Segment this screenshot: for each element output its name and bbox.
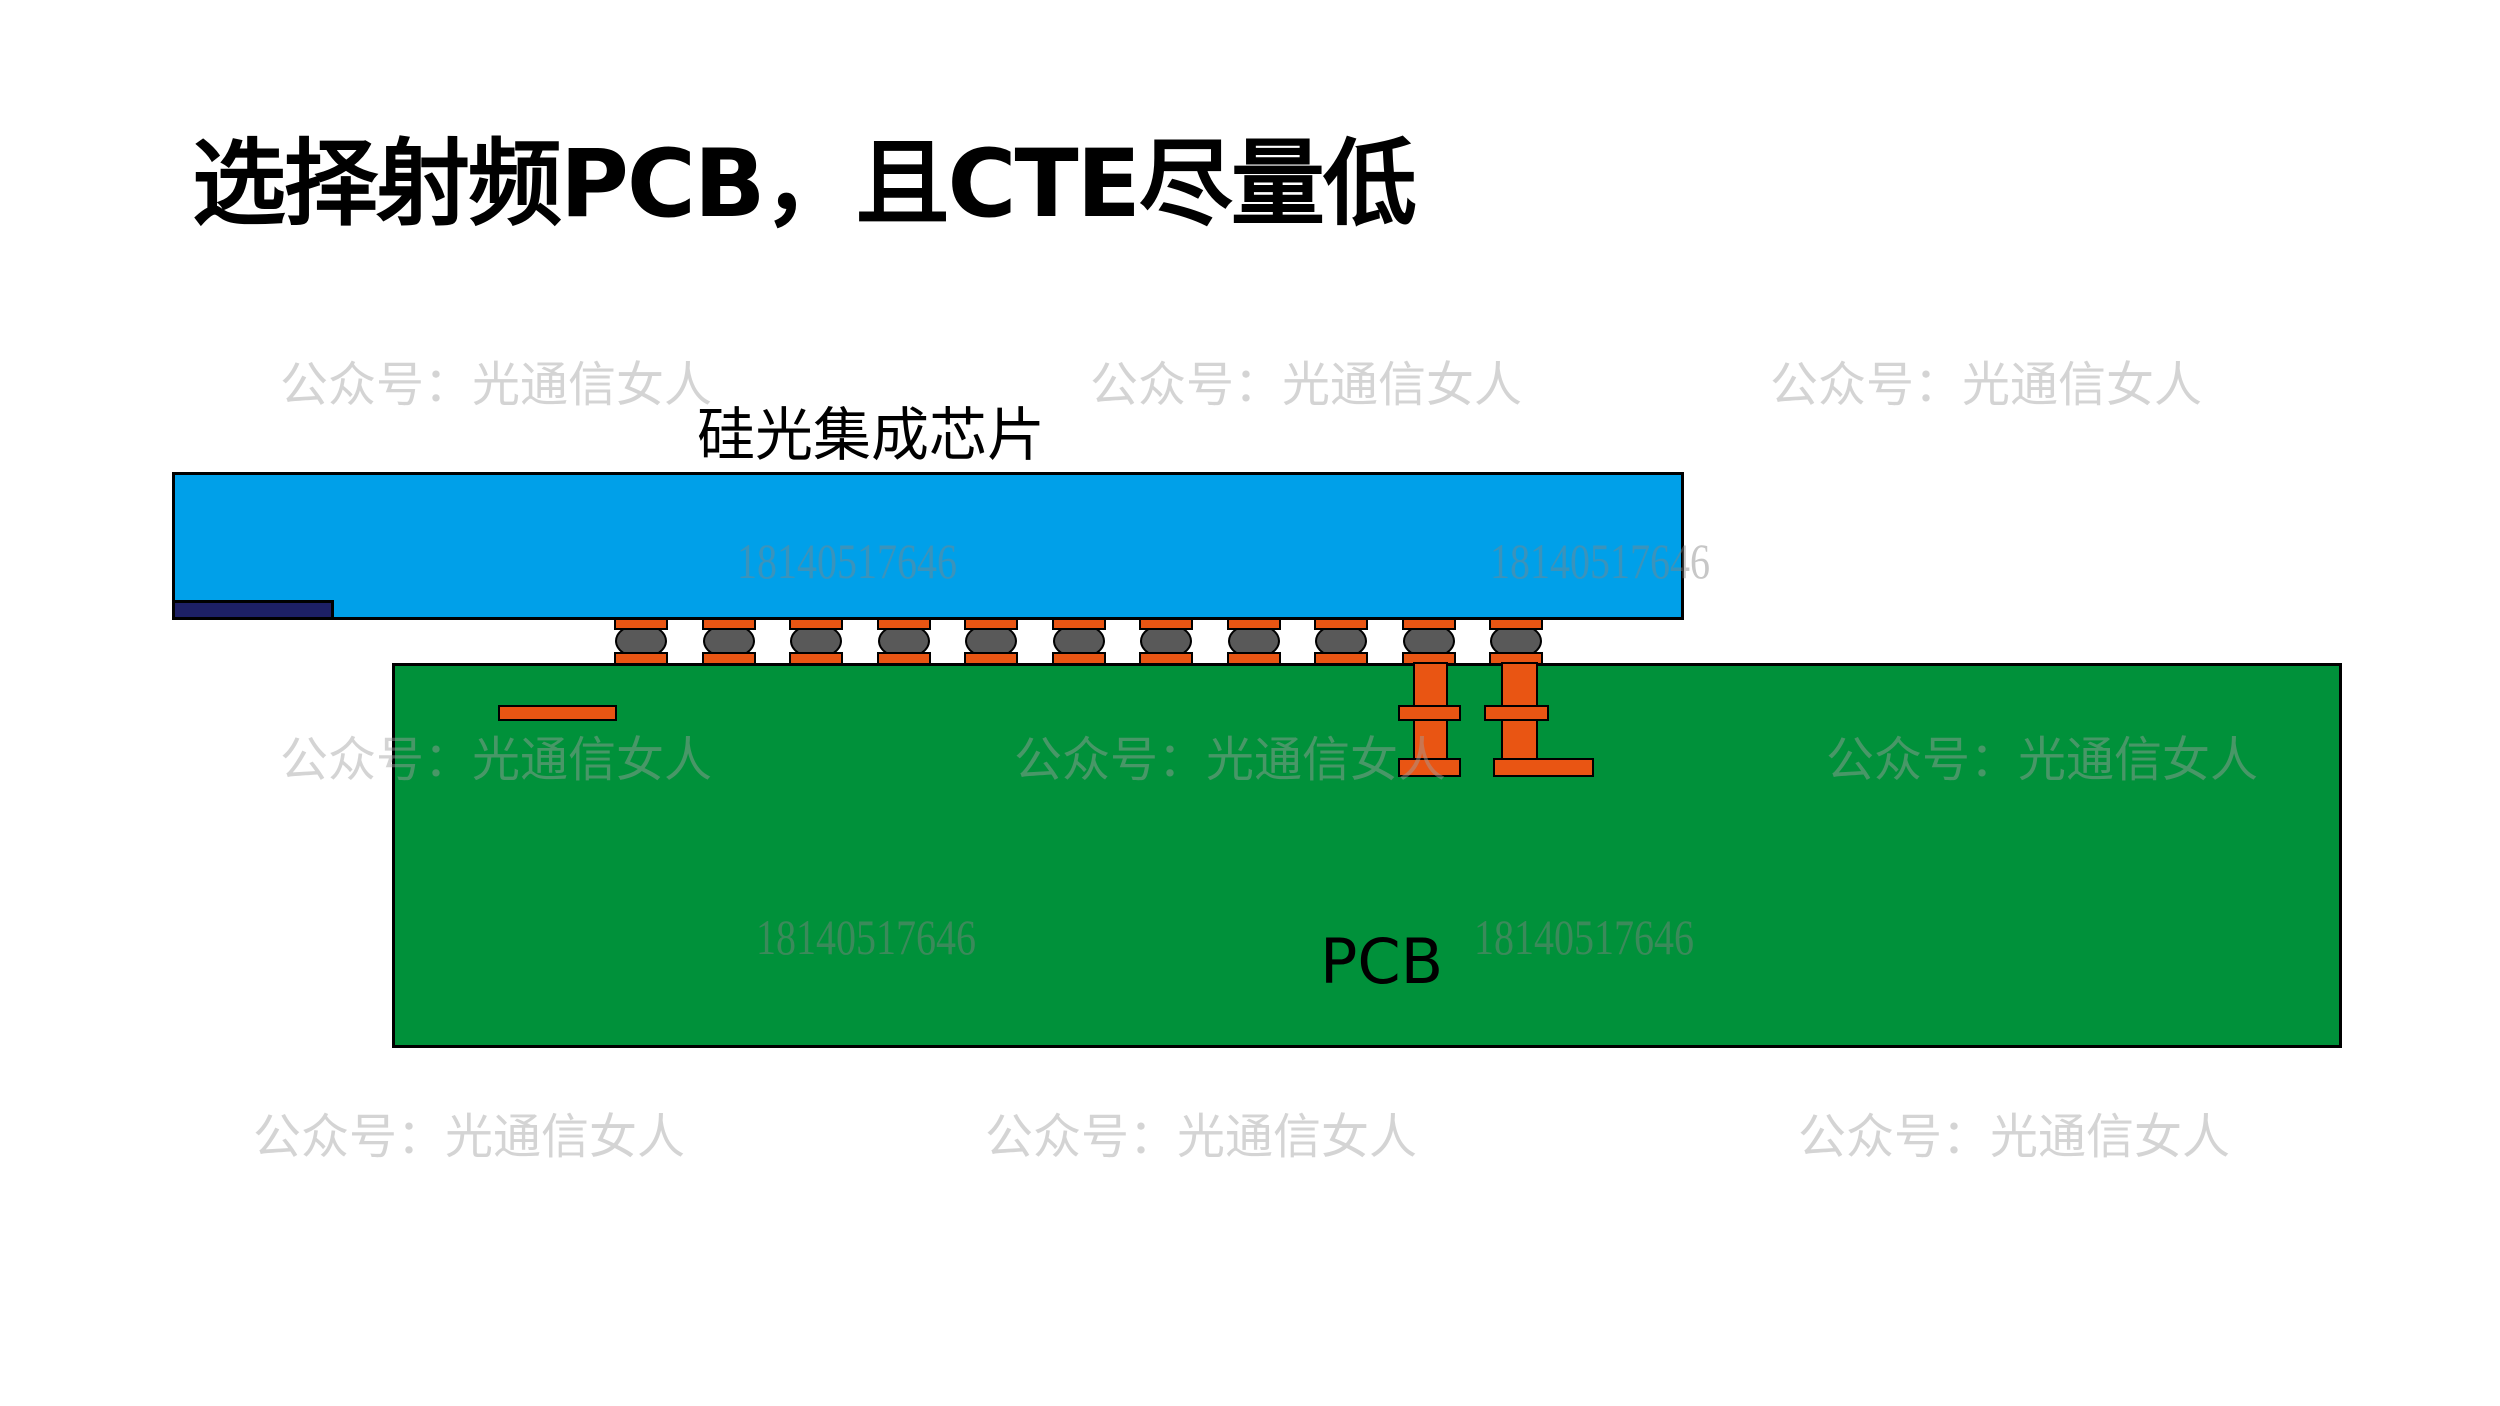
pcb-board xyxy=(392,663,2342,1048)
via-2-bottom-pad xyxy=(1493,758,1594,777)
pcb-bump-pad xyxy=(1139,652,1193,665)
silicon-photonic-chip xyxy=(172,472,1684,620)
chip-bump-pad xyxy=(1051,618,1106,630)
chip-bump-pad xyxy=(614,618,668,630)
chip-bump-pad xyxy=(1139,618,1193,630)
watermark-account: 公众号：光通信女人 xyxy=(1090,357,1523,413)
via-1-bottom-pad xyxy=(1398,758,1461,777)
watermark-number: 18140517646 xyxy=(1490,533,1710,589)
watermark-account: 公众号：光通信女人 xyxy=(280,357,713,413)
chip-bump-pad xyxy=(701,618,756,630)
watermark-account: 公众号：光通信女人 xyxy=(280,732,713,788)
pcb-bump-pad xyxy=(876,652,931,665)
pcb-inner-trace xyxy=(498,705,617,721)
chip-bump-pad xyxy=(1401,618,1456,630)
chip-label: 硅光集成芯片 xyxy=(697,401,1046,469)
watermark-account: 公众号：光通信女人 xyxy=(1826,732,2259,788)
chip-bump-pad xyxy=(964,618,1018,630)
via-2-mid-pad xyxy=(1484,705,1549,721)
watermark-number: 18140517646 xyxy=(756,909,976,965)
slide-title: 选择射频PCB，且CTE尽量低 xyxy=(192,130,1417,239)
pcb-bump-pad xyxy=(789,652,843,665)
pcb-label: PCB xyxy=(1320,925,1444,998)
chip-bump-pad xyxy=(789,618,843,630)
pcb-bump-pad xyxy=(1314,652,1368,665)
watermark-number: 18140517646 xyxy=(737,533,957,589)
via-1-mid-pad xyxy=(1398,705,1461,721)
chip-bump-pad xyxy=(876,618,931,630)
waveguide-block xyxy=(172,600,334,620)
pcb-bump-pad xyxy=(1226,652,1281,665)
pcb-bump-pad xyxy=(964,652,1018,665)
chip-bump-pad xyxy=(1489,618,1543,630)
pcb-bump-pad xyxy=(614,652,668,665)
watermark-account: 公众号：光通信女人 xyxy=(253,1109,686,1165)
chip-bump-pad xyxy=(1314,618,1368,630)
chip-bump-pad xyxy=(1226,618,1281,630)
watermark-account: 公众号：光通信女人 xyxy=(985,1109,1418,1165)
watermark-account: 公众号：光通信女人 xyxy=(1014,732,1447,788)
watermark-account: 公众号：光通信女人 xyxy=(1770,357,2203,413)
pcb-bump-pad xyxy=(701,652,756,665)
pcb-bump-pad xyxy=(1051,652,1106,665)
watermark-account: 公众号：光通信女人 xyxy=(1798,1109,2231,1165)
watermark-number: 18140517646 xyxy=(1474,909,1694,965)
